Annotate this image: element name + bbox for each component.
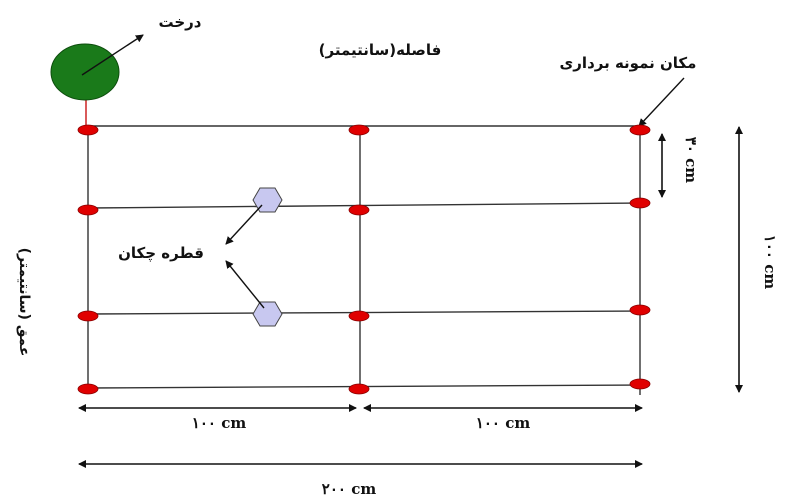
- tree-label: درخت: [158, 13, 201, 31]
- sample-point-ellipse-icon: [629, 378, 651, 390]
- dripper-label: قطره چکان: [118, 244, 204, 263]
- sample-point-ellipse-icon: [348, 124, 370, 136]
- distance-axis-label: فاصله(سانتیمتر): [319, 41, 442, 59]
- sample-point-ellipse-icon: [77, 310, 99, 322]
- sample-point-ellipse-icon: [348, 204, 370, 216]
- tree-circle-icon: [50, 43, 120, 101]
- sample-point-ellipse-icon: [629, 124, 651, 136]
- sample-point-ellipse-icon: [629, 304, 651, 316]
- sample-point-ellipse-icon: [77, 124, 99, 136]
- dim-100-vertical-label: ۱۰۰ cm: [761, 235, 779, 290]
- sample-point-ellipse-icon: [77, 204, 99, 216]
- dim-100-left-label: ۱۰۰ cm: [192, 414, 247, 432]
- sampling-location-arrow: [638, 77, 685, 127]
- dripper-arrow-lower: [225, 260, 265, 309]
- tree-label-arrow: [81, 34, 144, 76]
- dripper-hexagon-icon: [252, 301, 283, 327]
- sampling-location-label: مکان نمونه برداری: [560, 54, 697, 72]
- sample-points: [77, 124, 651, 395]
- dripper-hexagon-icon: [252, 187, 283, 213]
- sample-point-ellipse-icon: [348, 310, 370, 322]
- sample-point-ellipse-icon: [77, 383, 99, 395]
- dim-100-right-label: ۱۰۰ cm: [476, 414, 531, 432]
- depth-axis-label: عمق (سانتیمتر): [16, 248, 32, 357]
- dim-30-label: ۳۰ cm: [682, 137, 700, 183]
- sample-point-ellipse-icon: [348, 383, 370, 395]
- sample-point-ellipse-icon: [629, 197, 651, 209]
- dripper-arrow-upper: [225, 204, 263, 245]
- dim-200-label: ۲۰۰ cm: [322, 480, 377, 498]
